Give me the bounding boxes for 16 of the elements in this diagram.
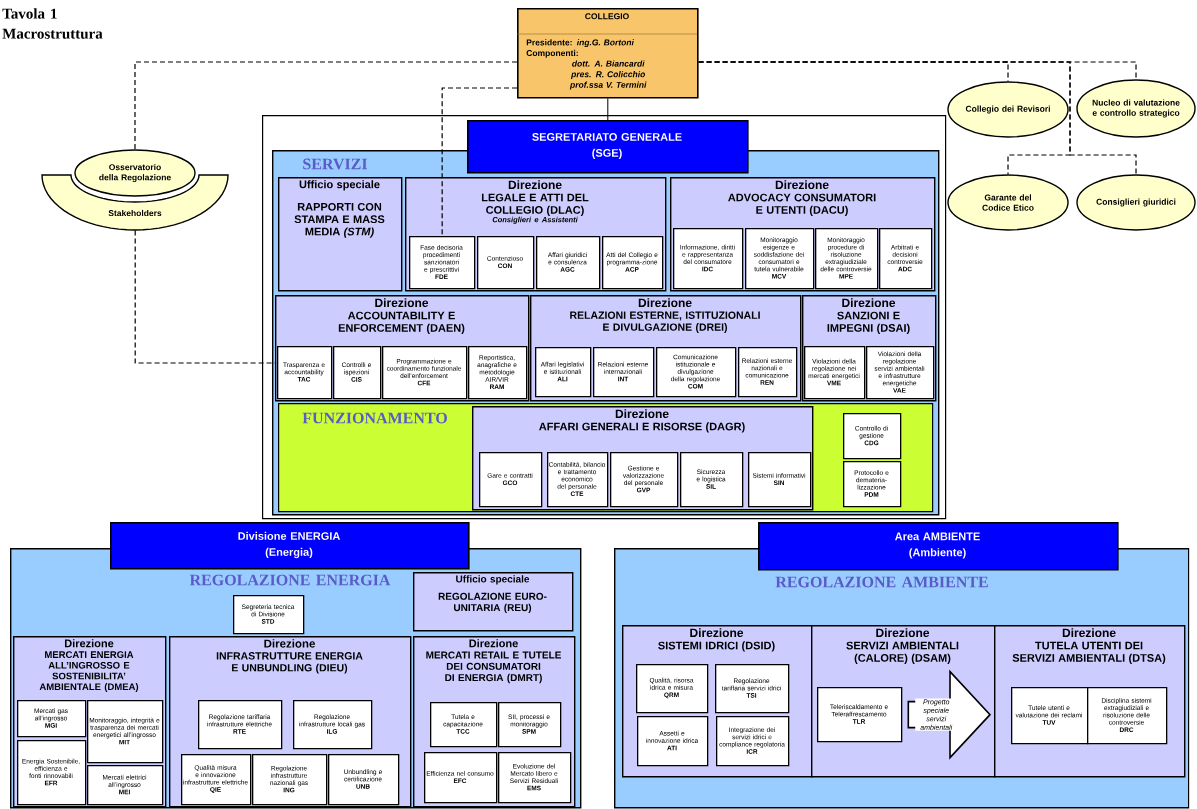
oval-box: Collegio dei Revisori	[947, 81, 1069, 138]
department-box: Ufficio speciale RAPPORTI CON STAMPA E MASS MEDIA (STM)	[278, 177, 403, 292]
dashed-connector	[698, 61, 1137, 175]
dashed-connector	[134, 229, 276, 364]
header-banner: Divisione ENERGIA (Energia)	[110, 522, 470, 570]
board-box: COLLEGIO Presidente: ing.G. Bortoni Componenti: dott. A. Biancardi pres. R. Colicchio prof.ssa V. Termini	[516, 8, 699, 99]
oval-box: Nucleo di valutazione e controllo strategico	[1076, 79, 1196, 138]
title: Tavola 1 Macrostruttura	[2, 8, 103, 39]
oval-box: Osservatorio della Regolazione	[74, 149, 196, 197]
connector-line	[607, 98, 609, 121]
header-banner: Area AMBIENTE (Ambiente)	[758, 522, 1119, 571]
oval-box: Garante del Codice Etico	[947, 174, 1069, 231]
dashed-connector	[134, 61, 518, 150]
oval-box: Consiglieri giuridici	[1076, 174, 1196, 231]
department-box: Ufficio speciale REGOLAZIONE EURO-UNITARIA (REU)	[413, 572, 574, 632]
header-banner: SEGRETARIATO GENERALE (SGE)	[467, 120, 749, 174]
